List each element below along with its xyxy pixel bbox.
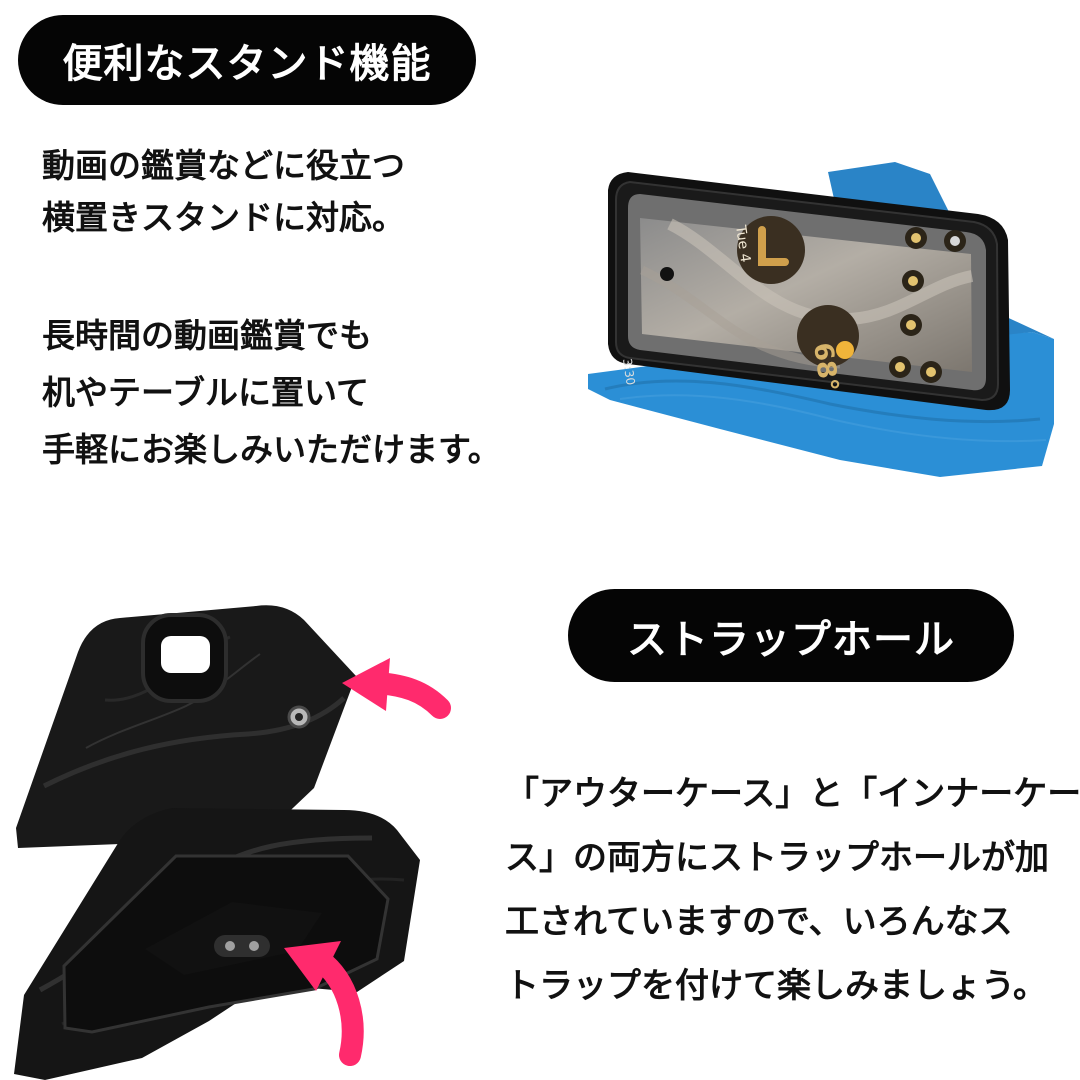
section-title-stand: 便利なスタンド機能 bbox=[18, 15, 476, 105]
phone-date: Tue 4 bbox=[732, 223, 753, 263]
stand-description-2: 長時間の動画鑑賞でも 机やテーブルに置いて 手軽にお楽しみいただけます。 bbox=[42, 307, 501, 478]
strap-hole-description-line-4: トラップを付けて楽しみましょう。 bbox=[505, 966, 1047, 1006]
section-title-strap-hole-text: ストラップホール bbox=[627, 616, 955, 663]
arrow-head-bottom bbox=[284, 941, 341, 991]
phone-time: 3:30 bbox=[620, 357, 638, 386]
arrow-head-top bbox=[342, 658, 390, 711]
strap-hole-description-line-3: 工されていますので、いろんなス bbox=[505, 902, 1013, 942]
phone-stand-illustration: Tue 4 68° 3:30 bbox=[588, 162, 1054, 477]
strap-hole-product-image bbox=[0, 580, 505, 1080]
strap-hole-case-illustration bbox=[14, 605, 451, 1080]
strap-hole-description-line-2: ス」の両方にストラップホールが加 bbox=[505, 838, 1049, 878]
strap-hole-description-line-1: 「アウターケース」と「インナーケー bbox=[505, 774, 1080, 814]
stand-description-1: 動画の鑑賞などに役立つ 横置きスタンドに対応。 bbox=[42, 140, 405, 244]
stand-description-line-5: 手軽にお楽しみいただけます。 bbox=[42, 430, 501, 469]
stand-description-line-2: 横置きスタンドに対応。 bbox=[42, 198, 405, 237]
curved-arrow-icon bbox=[309, 949, 364, 1066]
stand-description-line-4: 机やテーブルに置いて bbox=[42, 373, 370, 412]
strap-hole-description: 「アウターケース」と「インナーケー ス」の両方にストラップホールが加 工されてい… bbox=[505, 762, 1080, 1018]
section-title-stand-text: 便利なスタンド機能 bbox=[62, 41, 432, 87]
stand-product-image: Tue 4 68° 3:30 bbox=[580, 154, 1054, 479]
stand-description-line-3: 長時間の動画鑑賞でも bbox=[42, 316, 372, 355]
section-title-strap-hole: ストラップホール bbox=[568, 589, 1014, 682]
stand-description-line-1: 動画の鑑賞などに役立つ bbox=[42, 146, 405, 185]
